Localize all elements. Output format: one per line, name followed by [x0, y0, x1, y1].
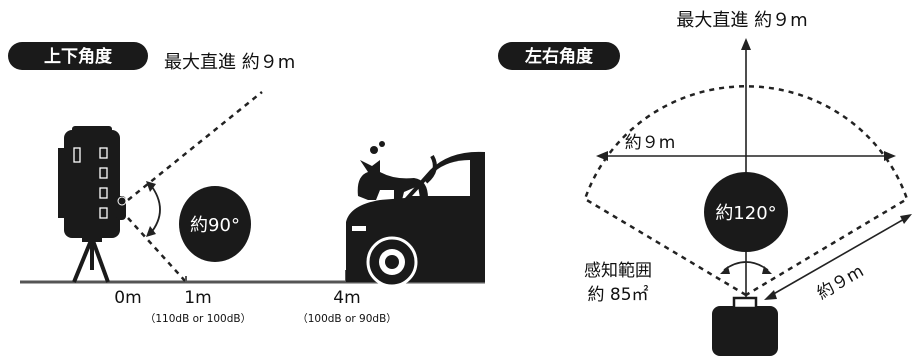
range-title: 感知範囲	[584, 261, 652, 281]
marker-1m-sub: （110dB or 100dB）	[145, 313, 251, 325]
vertical-max-distance-label: 最大直進 約９m	[164, 52, 295, 73]
detection-sector-outline	[583, 85, 909, 297]
vertical-angle-bubble	[179, 186, 251, 262]
horizontal-angle-bubble	[704, 172, 788, 252]
marker-4m-label: 4m	[333, 288, 360, 308]
vertical-upper-ray	[127, 91, 263, 201]
vertical-angle-arc	[149, 183, 161, 235]
horizontal-width-label: 約９m	[625, 133, 676, 153]
horizontal-max-distance-label: 最大直進 約９m	[676, 10, 807, 31]
horizontal-angle-label: 約120°	[715, 203, 776, 224]
marker-0m-label: 0m	[114, 288, 141, 308]
car-illustration	[346, 151, 485, 288]
device-top-view	[712, 296, 778, 356]
cat-illustration	[357, 141, 437, 200]
horizontal-side-label: 約９m	[814, 261, 868, 304]
vertical-angle-badge: 上下角度	[44, 46, 113, 67]
marker-4m-sub: （100dB or 90dB）	[297, 313, 397, 325]
vertical-angle-panel: 上下角度 最大直進 約９m	[8, 42, 485, 325]
vertical-lower-ray	[127, 217, 187, 283]
horizontal-angle-badge-bg	[498, 42, 620, 70]
horizontal-angle-panel: 左右角度 最大直進 約９m 約９m 約120° 約９m 感知範囲 約 85㎡	[498, 10, 912, 356]
camera-side-view	[58, 126, 127, 283]
marker-1m-label: 1m	[184, 288, 211, 308]
range-value: 約 85㎡	[587, 285, 648, 305]
horizontal-angle-badge: 左右角度	[525, 46, 594, 67]
vertical-angle-badge-bg	[8, 42, 148, 70]
vertical-angle-label: 約90°	[190, 215, 240, 236]
